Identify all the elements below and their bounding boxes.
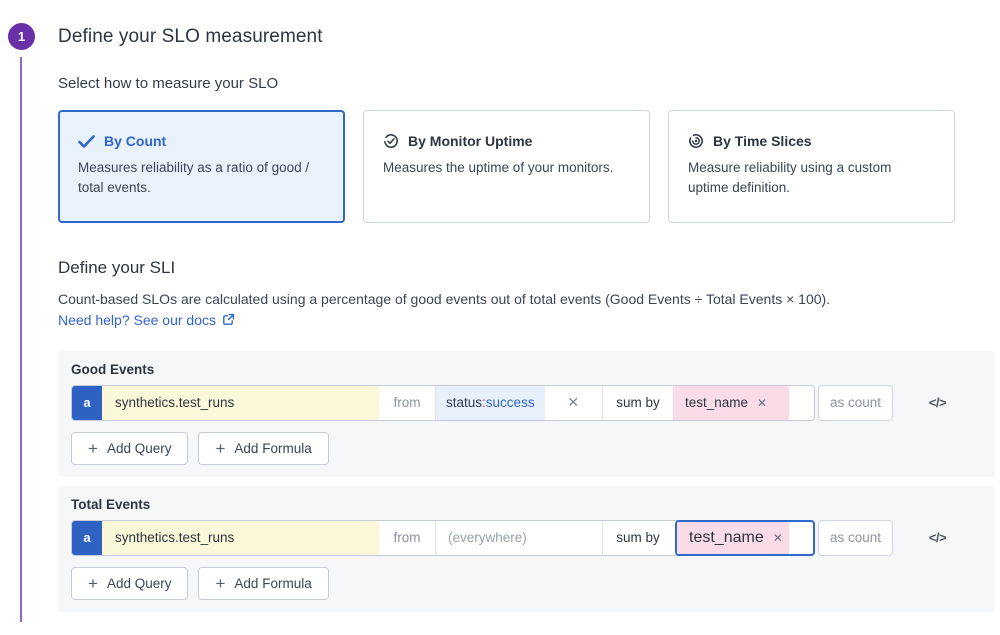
step-number-badge: 1 (8, 23, 35, 50)
total-events-query-row: a synthetics.test_runs from (everywhere)… (71, 519, 982, 556)
page-title: Define your SLO measurement (58, 26, 323, 47)
step-content: Define your SLO measurement Select how t… (58, 26, 995, 612)
add-query-button[interactable]: + Add Query (71, 566, 189, 600)
filter-separator: : (482, 395, 486, 411)
remove-filter-icon[interactable]: ✕ (567, 394, 580, 411)
add-formula-button[interactable]: + Add Formula (198, 566, 329, 600)
total-events-buttons: + Add Query + Add Formula (71, 566, 982, 600)
sli-description: Count-based SLOs are calculated using a … (58, 291, 831, 307)
good-events-buttons: + Add Query + Add Formula (71, 431, 982, 465)
group-by-input-focused[interactable]: test_name ✕ (675, 519, 815, 556)
time-slices-icon (688, 133, 704, 149)
external-link-icon (222, 313, 235, 326)
measure-subtitle: Select how to measure your SLO (58, 75, 279, 92)
option-card-by-time-slices[interactable]: By Time Slices Measure reliability using… (668, 110, 955, 223)
total-events-label: Total Events (71, 496, 151, 512)
plus-icon: + (215, 573, 226, 593)
add-query-button[interactable]: + Add Query (71, 431, 189, 465)
group-by-value: test_name (689, 528, 764, 546)
remove-group-by-icon[interactable]: ✕ (772, 530, 783, 545)
add-query-label: Add Query (106, 575, 172, 591)
metric-input[interactable]: synthetics.test_runs (102, 520, 379, 555)
docs-link[interactable]: Need help? See our docs (58, 312, 235, 328)
total-events-panel: Total Events a synthetics.test_runs from… (58, 485, 995, 612)
option-card-title: By Time Slices (688, 133, 935, 149)
step-progress-line (20, 57, 22, 622)
group-by-chip[interactable]: test_name ✕ (673, 385, 789, 420)
plus-icon: + (215, 438, 226, 458)
good-events-query-row: a synthetics.test_runs from status:succe… (71, 384, 982, 421)
code-zone: </> (893, 520, 982, 556)
step-number: 1 (17, 29, 26, 44)
filter-chip[interactable]: status:success (436, 385, 545, 420)
code-zone: </> (893, 385, 982, 421)
filter-input-placeholder[interactable]: (everywhere) (435, 520, 603, 555)
option-description: Measures the uptime of your monitors. (383, 160, 614, 175)
add-formula-button[interactable]: + Add Formula (198, 431, 329, 465)
add-formula-label: Add Formula (234, 440, 312, 456)
docs-link-label: Need help? See our docs (58, 311, 216, 328)
option-card-by-count[interactable]: By Count Measures reliability as a ratio… (58, 110, 345, 223)
option-label: By Count (104, 133, 167, 149)
option-description: Measures reliability as a ratio of good … (78, 160, 310, 196)
filter-zone[interactable]: status:success ✕ (435, 385, 603, 420)
code-editor-icon[interactable]: </> (928, 395, 947, 411)
good-events-label: Good Events (71, 361, 155, 377)
from-label: from (393, 530, 421, 546)
code-editor-icon[interactable]: </> (928, 530, 947, 546)
sli-section-title: Define your SLI (58, 258, 176, 277)
query-letter-badge: a (72, 385, 102, 420)
remove-group-by-icon[interactable]: ✕ (757, 395, 768, 410)
option-label: By Monitor Uptime (408, 133, 533, 149)
as-count-dropdown[interactable]: as count (818, 384, 893, 421)
group-box-spacer[interactable] (789, 522, 813, 554)
group-by-value: test_name (685, 395, 749, 411)
add-query-label: Add Query (106, 440, 172, 456)
from-label: from (393, 395, 421, 411)
as-count-dropdown[interactable]: as count (818, 519, 893, 556)
option-card-by-monitor-uptime[interactable]: By Monitor Uptime Measures the uptime of… (363, 110, 650, 223)
query-spacer[interactable] (789, 386, 814, 420)
good-events-panel: Good Events a synthetics.test_runs from … (58, 350, 995, 477)
option-label: By Time Slices (713, 133, 812, 149)
query-letter-badge: a (72, 520, 102, 555)
option-description: Measure reliability using a custom uptim… (688, 160, 892, 196)
query-editor: a synthetics.test_runs from status:succe… (71, 384, 815, 421)
plus-icon: + (88, 438, 98, 458)
sum-by-label: sum by (616, 530, 660, 546)
monitor-uptime-icon (383, 133, 399, 149)
option-card-title: By Count (78, 133, 325, 149)
filter-value: success (485, 395, 535, 411)
group-by-chip[interactable]: test_name ✕ (677, 521, 789, 554)
plus-icon: + (88, 573, 98, 593)
sum-by-label: sum by (616, 395, 660, 411)
measurement-option-cards: By Count Measures reliability as a ratio… (58, 110, 955, 223)
add-formula-label: Add Formula (234, 575, 312, 591)
metric-input[interactable]: synthetics.test_runs (102, 385, 379, 420)
query-editor: a synthetics.test_runs from (everywhere)… (71, 519, 815, 556)
option-card-title: By Monitor Uptime (383, 133, 630, 149)
filter-key: status (446, 395, 483, 411)
check-icon (78, 134, 95, 148)
